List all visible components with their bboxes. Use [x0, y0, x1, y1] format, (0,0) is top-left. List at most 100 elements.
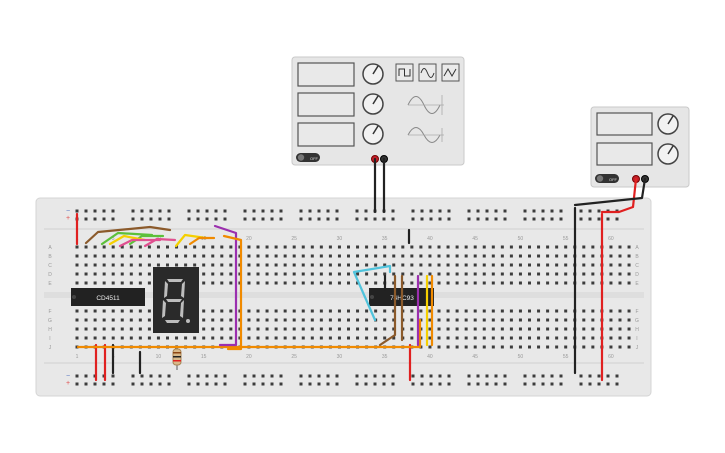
breadboard-hole[interactable]: [609, 263, 613, 267]
breadboard-hole[interactable]: [582, 263, 586, 267]
breadboard-hole[interactable]: [131, 209, 135, 213]
sine-wave-button[interactable]: [418, 63, 437, 82]
breadboard-hole[interactable]: [328, 281, 332, 285]
breadboard-hole[interactable]: [564, 336, 568, 340]
breadboard-hole[interactable]: [149, 382, 153, 386]
breadboard-hole[interactable]: [485, 209, 489, 213]
breadboard-hole[interactable]: [491, 281, 495, 285]
breadboard-hole[interactable]: [494, 209, 498, 213]
breadboard-hole[interactable]: [158, 374, 162, 378]
breadboard-hole[interactable]: [256, 336, 260, 340]
breadboard-hole[interactable]: [582, 336, 586, 340]
breadboard-hole[interactable]: [546, 318, 550, 322]
ps-power-switch[interactable]: OFF: [595, 174, 619, 183]
breadboard-hole[interactable]: [597, 209, 601, 213]
breadboard-hole[interactable]: [220, 336, 224, 340]
breadboard-hole[interactable]: [467, 217, 471, 221]
breadboard-hole[interactable]: [473, 272, 477, 276]
breadboard-hole[interactable]: [93, 336, 97, 340]
breadboard-hole[interactable]: [500, 272, 504, 276]
breadboard-hole[interactable]: [247, 245, 251, 249]
breadboard-hole[interactable]: [588, 374, 592, 378]
breadboard-hole[interactable]: [446, 336, 450, 340]
breadboard-hole[interactable]: [317, 209, 321, 213]
breadboard-hole[interactable]: [476, 382, 480, 386]
breadboard-hole[interactable]: [410, 318, 414, 322]
breadboard-hole[interactable]: [120, 318, 124, 322]
breadboard-hole[interactable]: [270, 217, 274, 221]
breadboard-hole[interactable]: [356, 309, 360, 313]
breadboard-hole[interactable]: [419, 272, 423, 276]
breadboard-hole[interactable]: [301, 263, 305, 267]
breadboard-hole[interactable]: [410, 263, 414, 267]
breadboard-hole[interactable]: [491, 254, 495, 258]
breadboard-hole[interactable]: [175, 245, 179, 249]
breadboard-hole[interactable]: [546, 254, 550, 258]
breadboard-hole[interactable]: [299, 217, 303, 221]
breadboard-hole[interactable]: [75, 272, 79, 276]
breadboard-hole[interactable]: [283, 318, 287, 322]
breadboard-hole[interactable]: [428, 245, 432, 249]
breadboard-hole[interactable]: [482, 281, 486, 285]
breadboard-hole[interactable]: [494, 374, 498, 378]
breadboard-hole[interactable]: [555, 327, 559, 331]
breadboard-hole[interactable]: [356, 263, 360, 267]
breadboard-hole[interactable]: [149, 209, 153, 213]
breadboard-hole[interactable]: [120, 309, 124, 313]
breadboard-hole[interactable]: [102, 245, 106, 249]
breadboard-hole[interactable]: [446, 318, 450, 322]
breadboard-hole[interactable]: [261, 374, 265, 378]
breadboard-hole[interactable]: [419, 309, 423, 313]
breadboard-hole[interactable]: [156, 254, 160, 258]
breadboard-hole[interactable]: [214, 374, 218, 378]
breadboard-hole[interactable]: [261, 217, 265, 221]
breadboard-hole[interactable]: [437, 245, 441, 249]
breadboard-hole[interactable]: [328, 309, 332, 313]
breadboard-hole[interactable]: [401, 272, 405, 276]
ps-knob-voltage[interactable]: [657, 113, 679, 135]
breadboard-hole[interactable]: [428, 263, 432, 267]
breadboard-hole[interactable]: [364, 374, 368, 378]
breadboard-hole[interactable]: [75, 374, 79, 378]
breadboard-hole[interactable]: [411, 217, 415, 221]
breadboard-hole[interactable]: [365, 245, 369, 249]
breadboard-hole[interactable]: [131, 374, 135, 378]
breadboard-hole[interactable]: [491, 263, 495, 267]
breadboard-hole[interactable]: [347, 263, 350, 267]
breadboard-hole[interactable]: [75, 382, 79, 386]
breadboard-hole[interactable]: [111, 209, 115, 213]
breadboard-hole[interactable]: [618, 318, 622, 322]
breadboard-hole[interactable]: [120, 327, 124, 331]
breadboard-hole[interactable]: [555, 254, 559, 258]
breadboard-hole[interactable]: [229, 263, 233, 267]
breadboard-hole[interactable]: [120, 254, 124, 258]
breadboard-hole[interactable]: [252, 382, 256, 386]
breadboard-hole[interactable]: [392, 281, 396, 285]
breadboard-hole[interactable]: [482, 327, 486, 331]
breadboard-hole[interactable]: [111, 217, 115, 221]
breadboard-hole[interactable]: [550, 382, 554, 386]
breadboard-hole[interactable]: [364, 217, 368, 221]
breadboard-hole[interactable]: [555, 263, 559, 267]
breadboard-hole[interactable]: [310, 336, 314, 340]
breadboard-hole[interactable]: [494, 382, 498, 386]
breadboard-hole[interactable]: [455, 309, 459, 313]
breadboard-hole[interactable]: [491, 272, 495, 276]
breadboard-hole[interactable]: [328, 336, 332, 340]
breadboard-hole[interactable]: [579, 374, 583, 378]
breadboard-hole[interactable]: [550, 374, 554, 378]
breadboard-hole[interactable]: [410, 327, 414, 331]
breadboard-hole[interactable]: [196, 382, 200, 386]
breadboard-hole[interactable]: [328, 245, 332, 249]
breadboard-hole[interactable]: [196, 374, 200, 378]
breadboard-hole[interactable]: [292, 281, 296, 285]
breadboard-hole[interactable]: [93, 309, 97, 313]
breadboard-hole[interactable]: [223, 382, 227, 386]
breadboard-hole[interactable]: [473, 245, 477, 249]
breadboard-hole[interactable]: [609, 245, 613, 249]
breadboard-hole[interactable]: [158, 209, 162, 213]
breadboard-hole[interactable]: [383, 318, 387, 322]
breadboard-hole[interactable]: [382, 382, 386, 386]
breadboard-hole[interactable]: [229, 254, 233, 258]
breadboard-hole[interactable]: [274, 254, 278, 258]
